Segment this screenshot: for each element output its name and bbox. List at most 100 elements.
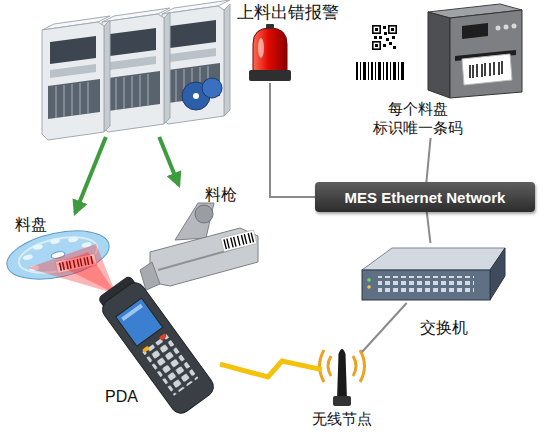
feeder-icon <box>221 230 257 252</box>
connector <box>220 361 322 377</box>
barcode-printer-icon <box>512 24 517 29</box>
qr-code <box>386 38 389 41</box>
switch-icon <box>378 276 474 292</box>
antenna-icon <box>353 356 356 376</box>
pda-icon <box>116 298 163 346</box>
feeder-icon <box>150 228 258 286</box>
barcode <box>360 62 361 80</box>
connector <box>270 83 315 197</box>
smt-module <box>102 14 164 132</box>
barcode-printer-icon <box>462 23 488 39</box>
wireless-node: 无线节点 <box>322 340 362 408</box>
qr-code <box>373 26 380 33</box>
feeder-icon <box>224 233 254 249</box>
node-label: 无线节点 <box>310 410 374 429</box>
feeder-icon <box>195 205 213 223</box>
smt-module <box>116 74 148 110</box>
pda-icon <box>99 279 218 417</box>
smt-module <box>162 0 230 124</box>
barcode-printer-icon <box>470 61 502 78</box>
smt-module <box>110 56 156 70</box>
qr-code <box>379 36 382 39</box>
barcode-printer-icon <box>428 4 522 98</box>
antenna-icon <box>320 350 325 382</box>
barcode <box>398 62 399 80</box>
qr-code <box>384 32 387 35</box>
qr-code <box>389 42 392 45</box>
qr-code <box>392 36 395 39</box>
barcode-printer-icon <box>504 25 509 30</box>
feeder-icon <box>175 203 214 240</box>
reel-icon <box>22 254 33 261</box>
smt-module <box>56 82 88 118</box>
barcode <box>390 62 391 80</box>
feeder-icon <box>221 230 257 252</box>
pda-scanner: PDA <box>95 285 220 410</box>
feeder: 料枪 <box>140 185 260 290</box>
pda-icon <box>121 304 143 321</box>
material-reel: 料盘 <box>5 213 113 293</box>
connector <box>362 303 407 352</box>
qr-code <box>375 44 378 47</box>
alarm-light-icon <box>249 24 291 81</box>
connector <box>427 212 431 243</box>
smt-module <box>104 20 110 132</box>
barcode <box>401 62 404 80</box>
reel-icon <box>32 244 43 251</box>
smt-module <box>193 93 199 99</box>
pda-icon <box>142 334 198 395</box>
node-label: 交换机 <box>420 318 480 337</box>
scan-beam <box>28 244 116 294</box>
antenna-icon <box>337 349 347 400</box>
barcode <box>375 62 376 80</box>
barcode-printer-icon <box>428 12 450 98</box>
barcode <box>378 62 381 80</box>
smt-module <box>108 71 160 111</box>
smt-module <box>170 20 216 48</box>
barcode <box>383 62 384 80</box>
feeder-icon <box>140 203 258 290</box>
connector <box>159 137 178 185</box>
pda-icon <box>142 346 150 353</box>
node-label: 料盘 <box>15 215 65 234</box>
qr-code <box>383 44 386 47</box>
barcode <box>356 62 404 80</box>
barcode-printer-icon <box>450 10 522 98</box>
smt-module <box>50 36 96 64</box>
qr-code <box>373 42 380 49</box>
qr-code <box>391 28 394 31</box>
barcode-printer-icon <box>496 26 501 31</box>
smt-module <box>164 12 170 124</box>
switch-icon <box>490 248 505 300</box>
antenna-icon <box>360 350 365 382</box>
smt-module <box>102 8 170 132</box>
label-printer: 每个料盘 标识唯一条码 <box>352 2 522 138</box>
smt-module <box>224 4 230 116</box>
switch-icon <box>362 248 505 300</box>
pda-icon <box>159 333 167 340</box>
antenna-icon <box>320 349 365 406</box>
barcode <box>386 62 388 80</box>
smt-module <box>48 79 100 119</box>
alarm-light: 上料出错报警 <box>212 3 328 83</box>
switch-icon <box>367 278 371 282</box>
qr-code <box>370 23 398 51</box>
qr-code <box>393 46 396 49</box>
smt-module <box>42 22 104 140</box>
alarm-light-icon <box>258 38 264 58</box>
antenna-icon <box>328 356 331 376</box>
smt-module <box>42 16 110 140</box>
alarm-light-icon <box>266 24 274 29</box>
barcode-printer-icon <box>462 54 512 85</box>
network-switch: 交换机 <box>360 243 508 303</box>
node-label: 料枪 <box>205 185 255 204</box>
node-label: MES Ethernet Network <box>315 188 535 207</box>
node-label: 上料出错报警 <box>228 3 348 22</box>
antenna-icon <box>333 396 351 406</box>
smt-module <box>50 64 96 78</box>
reel-icon <box>68 236 79 243</box>
smt-module <box>170 48 216 62</box>
network-bus: MES Ethernet Network <box>315 182 535 212</box>
alarm-light-icon <box>253 28 287 72</box>
